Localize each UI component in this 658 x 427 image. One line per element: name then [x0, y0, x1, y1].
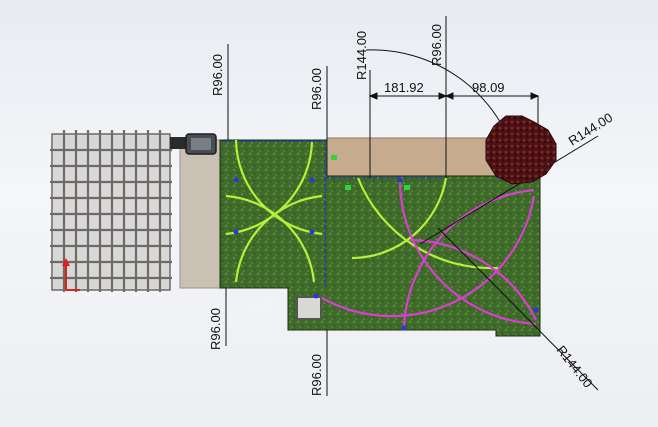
planting-bed	[326, 137, 500, 177]
dimension-r144-right[interactable]: R144.00	[566, 110, 616, 149]
dimension-r96-left-top[interactable]: R96.00	[210, 54, 225, 96]
valve-markers[interactable]	[331, 155, 410, 190]
dimension-r96-center-top[interactable]: R96.00	[309, 68, 324, 110]
sprinkler-arcs-magenta	[321, 177, 537, 331]
watermark-text: SW	[242, 292, 277, 324]
dimension-r96-center-bottom[interactable]: R96.00	[309, 354, 324, 396]
dimension-r96-left-bottom[interactable]: R96.00	[208, 308, 223, 350]
dimension-r144-top[interactable]: R144.00	[354, 31, 369, 80]
dimension-r96-top-right[interactable]: R96.00	[429, 24, 444, 66]
axis-triad-icon[interactable]	[62, 258, 80, 291]
paver-square	[296, 296, 322, 320]
dimension-linear-98[interactable]: 98.09	[472, 80, 505, 95]
dimension-r144-bottom-right[interactable]: R144.00	[554, 343, 596, 391]
dimension-leaders	[225, 16, 599, 396]
grill-icon[interactable]	[170, 133, 217, 155]
pergola-icon[interactable]	[50, 130, 172, 292]
sprinkler-arcs-lime	[225, 139, 499, 283]
dimension-linear-181[interactable]: 181.92	[384, 80, 424, 95]
sketch-outline	[222, 140, 445, 288]
lawn-area	[219, 139, 541, 337]
patio-slab	[179, 139, 223, 289]
tree-icon[interactable]	[485, 115, 557, 185]
